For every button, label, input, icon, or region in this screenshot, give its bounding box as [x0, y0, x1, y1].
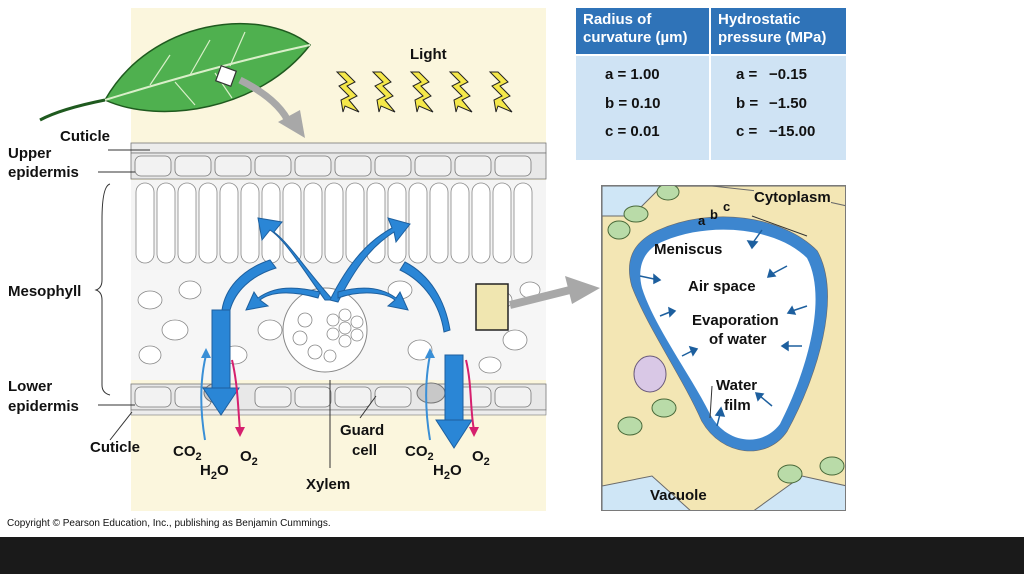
radius-b: b = 0.10 — [605, 95, 661, 112]
radius-a: a = 1.00 — [605, 66, 660, 83]
o2-arrow-right — [465, 359, 475, 431]
table-header-radius: Radius of curvature (µm) — [576, 8, 709, 54]
co2-arrow-left — [200, 354, 207, 441]
co2-arrow-right — [425, 354, 431, 441]
water-flow-arrows — [202, 217, 473, 449]
inset-marker — [475, 283, 509, 331]
zoom-arrow-inset — [509, 286, 571, 309]
meniscus-label: Meniscus — [654, 241, 723, 258]
o2-label-left: O2 — [240, 448, 258, 468]
o2-arrow-left — [231, 359, 241, 431]
water-film-label-1: Water — [716, 377, 758, 394]
table-col-radius — [576, 56, 709, 160]
label-leaders — [94, 149, 377, 468]
guard-cell-label-1: Guard — [340, 422, 385, 439]
table-col-pressure — [711, 56, 846, 160]
cuticle-bottom-label: Cuticle — [90, 439, 141, 456]
co2-label-left: CO2 — [173, 443, 202, 463]
h2o-label-left: H2O — [200, 462, 229, 482]
guard-cell-label-2: cell — [352, 442, 378, 459]
pressure-a-key: a = — [736, 66, 758, 83]
zoom-arrow-leaf — [238, 76, 294, 127]
table-header-pressure: Hydrostatic pressure (MPa) — [711, 8, 846, 54]
radius-c: c = 0.01 — [605, 123, 660, 140]
footer-bar — [0, 537, 1024, 574]
leaf-illustration — [39, 22, 312, 122]
cuticle-top-label: Cuticle — [60, 128, 111, 145]
light-label: Light — [410, 46, 447, 63]
evaporation-label-2: of water — [709, 331, 767, 348]
copyright-notice: Copyright © Pearson Education, Inc., pub… — [7, 518, 331, 529]
vacuole-label: Vacuole — [650, 487, 707, 504]
light-rays — [335, 71, 513, 113]
curvature-c-label: c — [723, 199, 731, 214]
leaf-tissue — [130, 142, 547, 416]
co2-label-right: CO2 — [405, 443, 434, 463]
xylem-label: Xylem — [306, 476, 351, 493]
zoom-arrow-leaf-head — [278, 110, 305, 138]
curvature-b-label: b — [710, 207, 718, 222]
zoom-arrow-inset-head — [565, 276, 600, 304]
upper-epidermis-label-2: epidermis — [8, 164, 79, 181]
header-radius-line2: curvature (µm) — [583, 29, 688, 46]
evaporation-label-1: Evaporation — [692, 312, 779, 329]
air-space-inset: Cytoplasm a b c Meniscus Air space Evapo… — [601, 185, 846, 511]
inset-drawing — [602, 186, 845, 510]
header-pressure-line2: pressure (MPa) — [718, 29, 827, 46]
guard-cell-right — [416, 382, 446, 404]
pressure-b-key: b = — [736, 95, 759, 112]
pressure-c-key: c = — [736, 123, 758, 140]
header-radius-line1: Radius of — [583, 11, 652, 28]
h2o-label-right: H2O — [433, 462, 462, 482]
curvature-pressure-table: Radius of curvature (µm) Hydrostatic pre… — [576, 8, 846, 160]
pressure-a-value: −0.15 — [769, 66, 807, 83]
cytoplasm-label: Cytoplasm — [754, 189, 831, 206]
header-pressure-line1: Hydrostatic — [718, 11, 801, 28]
lower-epidermis-label-2: epidermis — [8, 398, 79, 415]
lower-epidermis-label-1: Lower — [8, 378, 53, 395]
air-space-label: Air space — [688, 278, 756, 295]
curvature-a-label: a — [698, 213, 706, 228]
evaporation-arrows — [639, 229, 808, 427]
pressure-c-value: −15.00 — [769, 123, 816, 140]
water-film-label-2: film — [724, 397, 751, 414]
o2-label-right: O2 — [472, 448, 490, 468]
mesophyll-label: Mesophyll — [8, 283, 82, 300]
upper-epidermis-label-1: Upper — [8, 145, 52, 162]
pressure-b-value: −1.50 — [769, 95, 807, 112]
